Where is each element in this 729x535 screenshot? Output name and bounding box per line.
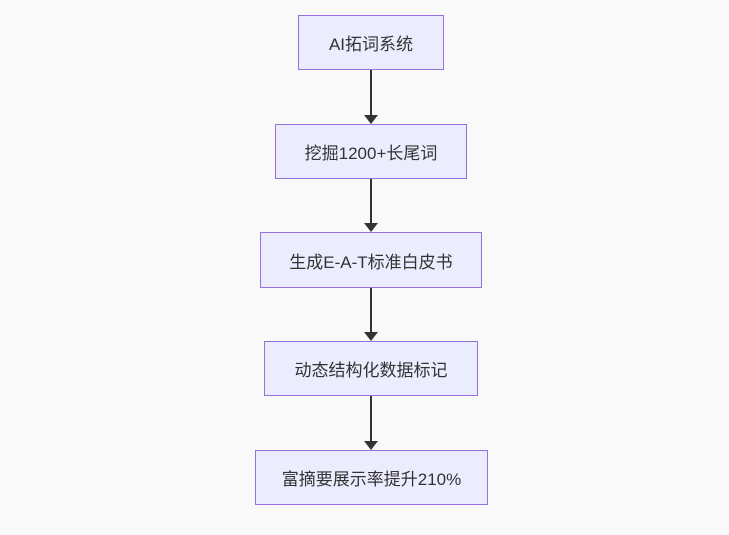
flow-arrow — [364, 70, 378, 124]
arrow-line — [370, 288, 372, 332]
arrow-line — [370, 179, 372, 223]
flow-node-longtail-keywords: 挖掘1200+长尾词 — [275, 124, 467, 179]
flow-arrow — [364, 179, 378, 232]
arrow-line — [370, 396, 372, 441]
node-label: 动态结构化数据标记 — [294, 361, 448, 380]
node-label: 生成E-A-T标准白皮书 — [289, 252, 453, 272]
flow-node-rich-snippet-result: 富摘要展示率提升210% — [255, 450, 488, 505]
flow-node-eat-whitepaper: 生成E-A-T标准白皮书 — [260, 232, 482, 288]
arrowhead-icon — [364, 223, 378, 232]
arrowhead-icon — [364, 115, 378, 124]
node-label: 富摘要展示率提升210% — [281, 470, 462, 489]
flow-node-structured-data: 动态结构化数据标记 — [264, 341, 478, 396]
arrowhead-icon — [364, 441, 378, 450]
arrowhead-icon — [364, 332, 378, 341]
flow-node-ai-word-system: AI拓词系统 — [298, 15, 444, 70]
node-label: 挖掘1200+长尾词 — [304, 144, 438, 163]
flow-arrow — [364, 288, 378, 341]
arrow-line — [370, 70, 372, 115]
node-label: AI拓词系统 — [328, 35, 414, 54]
flow-arrow — [364, 396, 378, 450]
